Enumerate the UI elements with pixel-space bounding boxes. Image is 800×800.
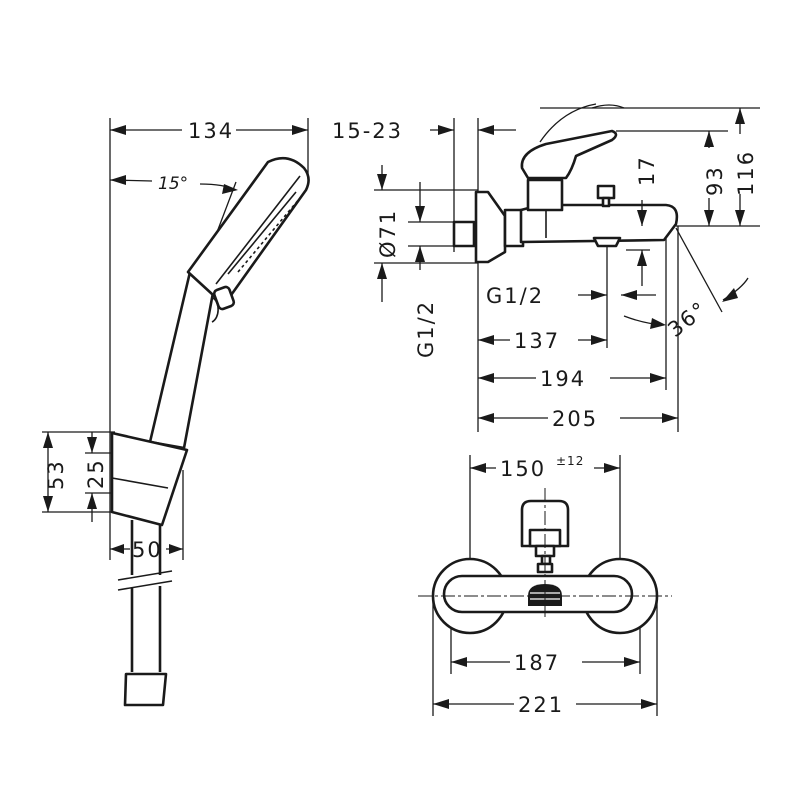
mixer-front-view: 150 ±12 187 221: [418, 454, 672, 717]
dim-center-tolerance: ±12: [556, 454, 584, 468]
dim-lever-height: 93: [703, 165, 727, 196]
dim-holder-depth: 50: [132, 538, 163, 562]
dim-wall-offset: 15-23: [332, 119, 403, 143]
dim-total-depth: 205: [552, 407, 598, 431]
dim-total-height: 116: [734, 150, 758, 196]
dim-flange-diameter: Ø71: [376, 209, 400, 258]
hand-shower-view: 134 15° 53 25 50: [42, 118, 310, 707]
dim-holder-inner: 25: [84, 458, 108, 489]
dim-spout-angle: 36°: [663, 296, 712, 342]
dim-total-width: 221: [518, 693, 564, 717]
dim-holder-height: 53: [44, 459, 68, 490]
dim-spout-drop: 17: [635, 155, 659, 186]
dim-spout-reach: 194: [540, 367, 586, 391]
dim-shower-angle: 15°: [158, 174, 188, 194]
dim-center-distance: 150: [500, 457, 546, 481]
mixer-side-view: 15-23 Ø71 G1/2 17 93 116: [332, 103, 760, 432]
dim-outlet-reach: 137: [514, 329, 560, 353]
dim-body-width: 187: [514, 651, 560, 675]
dim-shower-width: 134: [188, 119, 234, 143]
dim-inlet-thread: G1/2: [414, 300, 438, 358]
dim-outlet-thread: G1/2: [486, 284, 544, 308]
